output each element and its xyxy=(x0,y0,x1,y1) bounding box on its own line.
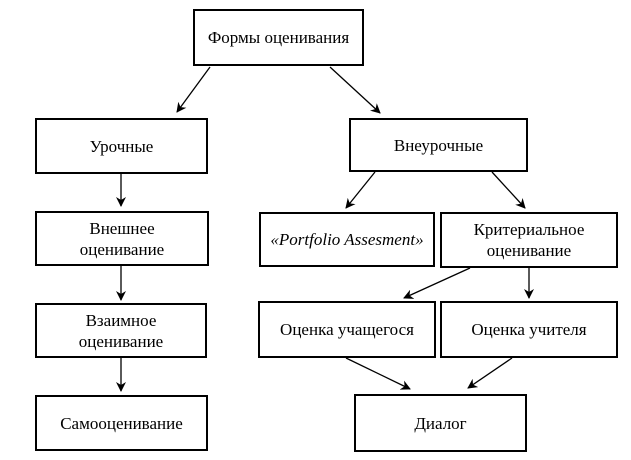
arrow-root-to-extracurricular xyxy=(329,66,381,114)
node-forms-of-assessment: Формы оценивания xyxy=(193,9,364,66)
node-self-assessment: Самооценивание xyxy=(35,395,208,451)
arrow-criterial-to-student-eval xyxy=(403,267,471,299)
node-portfolio-assessment: «Portfolio Assesment» xyxy=(259,212,435,267)
node-dialog: Диалог xyxy=(354,394,527,452)
arrow-extracurricular-to-criterial xyxy=(491,171,526,209)
node-lesson-assessment: Урочные xyxy=(35,118,208,174)
arrow-teacher-eval-to-dialog xyxy=(467,357,513,389)
arrow-student-eval-to-dialog xyxy=(345,357,411,390)
node-extracurricular-assessment: Внеурочные xyxy=(349,118,528,172)
node-criterial-assessment: Критериальное оценивание xyxy=(440,212,618,268)
node-external-assessment: Внешнее оценивание xyxy=(35,211,209,266)
node-peer-assessment: Взаимное оценивание xyxy=(35,303,207,358)
arrow-extracurricular-to-portfolio xyxy=(345,171,376,209)
arrow-root-to-lesson xyxy=(176,66,211,113)
node-student-evaluation: Оценка учащегося xyxy=(258,301,436,358)
node-teacher-evaluation: Оценка учителя xyxy=(440,301,618,358)
